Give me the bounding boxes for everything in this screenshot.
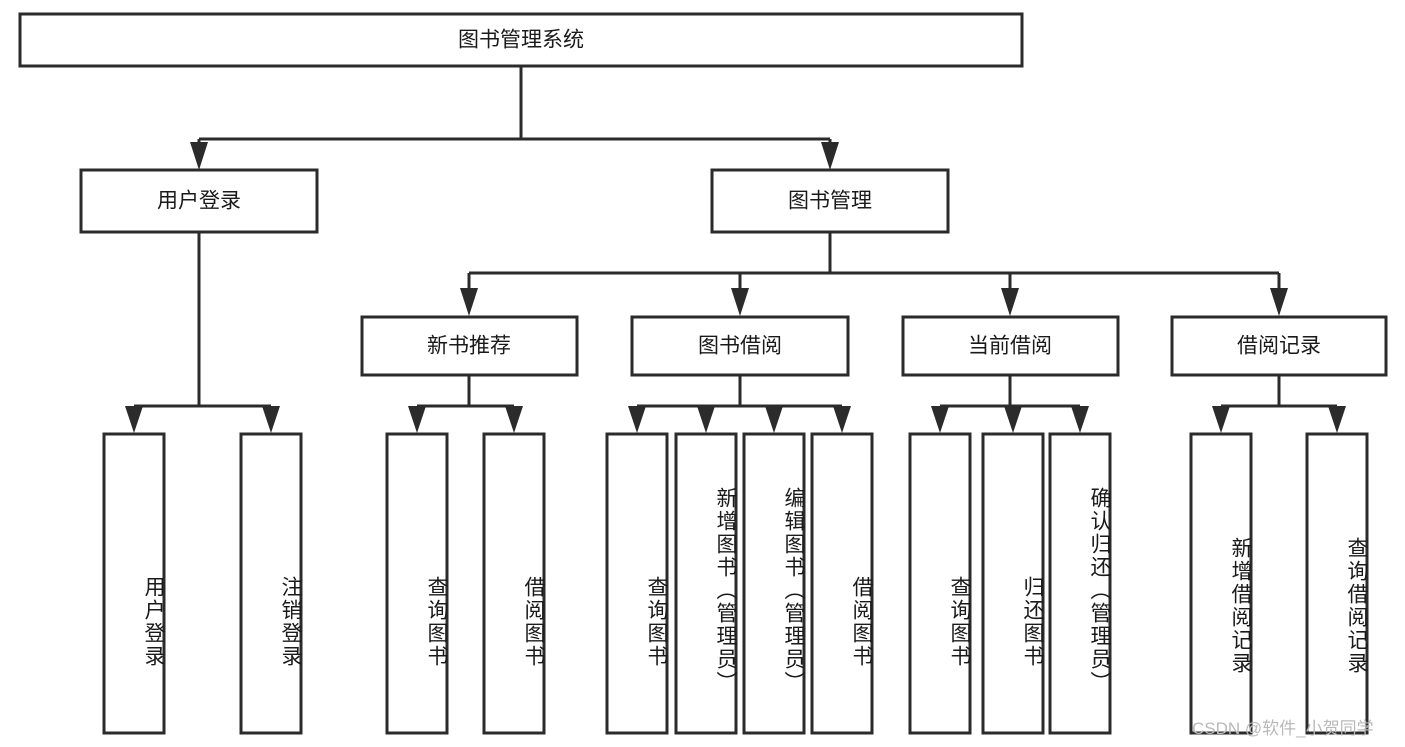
node-user-login-box[interactable] [79,168,319,234]
leaf-add-book-admin-box[interactable] [674,432,738,735]
arrow-head-leaf-return-book [1004,406,1022,433]
arrow-head-user-login [190,142,208,170]
arrow-head-book-management [821,142,839,170]
node-new-book-recommend-box[interactable] [360,315,579,377]
arrow-head-leaf-query-book-rec [408,406,426,433]
leaf-query-borrow-record-box[interactable] [1305,432,1369,735]
node-book-borrow-label: 图书借阅 [698,335,782,358]
node-book-borrow[interactable]: 图书借阅 [630,315,850,377]
node-book-management-label: 图书管理 [788,190,872,213]
arrow-head-leaf-add-book-admin [697,406,715,433]
node-borrow-record[interactable]: 借阅记录 [1170,315,1388,377]
node-user-login[interactable]: 用户登录 [79,168,319,234]
arrow-head-new-book-recommend [460,288,478,316]
leaf-borrow-book-rec-box[interactable] [482,432,546,735]
node-new-book-recommend-label: 新书推荐 [427,335,511,358]
connector-group-book-management [460,232,1288,316]
leaf-user-login-box[interactable] [102,432,166,735]
arrow-head-borrow-record [1270,288,1288,316]
connector-group-current-borrow [931,375,1089,433]
arrow-head-current-borrow [1001,288,1019,316]
node-book-management[interactable]: 图书管理 [710,168,950,234]
node-root[interactable]: 图书管理系统 [18,12,1024,68]
arrow-head-leaf-query-book-borrow [628,406,646,433]
node-root-box[interactable] [18,12,1024,68]
leaf-user-logout-box[interactable] [239,432,303,735]
connector-group-new-book-recommend [408,375,523,433]
arrow-head-leaf-confirm-return-admin [1071,406,1089,433]
node-borrow-record-box[interactable] [1170,315,1388,377]
leaf-query-book-borrow-box[interactable] [605,432,669,735]
connector-group-borrow-record [1212,375,1346,433]
node-current-borrow[interactable]: 当前借阅 [901,315,1120,377]
leaf-return-book-box[interactable] [981,432,1045,735]
node-borrow-record-label: 借阅记录 [1237,335,1321,358]
node-root-label: 图书管理系统 [458,29,584,52]
csdn-watermark: CSDN @软件_小贺同学 [1192,719,1374,738]
arrow-head-leaf-borrow-book [833,406,851,433]
arrow-head-leaf-query-book-current [931,406,949,433]
arrow-head-leaf-add-borrow-record [1212,406,1230,433]
leaf-confirm-return-admin-box[interactable] [1048,432,1112,735]
node-current-borrow-label: 当前借阅 [968,335,1052,358]
arrow-head-leaf-borrow-book-rec [505,406,523,433]
leaf-borrow-book-box[interactable] [810,432,874,735]
node-current-borrow-box[interactable] [901,315,1120,377]
leaf-query-book-rec-box[interactable] [385,432,449,735]
leaf-edit-book-admin-box[interactable] [742,432,806,735]
arrow-head-leaf-user-logout [262,406,280,433]
arrow-head-leaf-user-login [125,406,143,433]
arrow-head-leaf-query-borrow-record [1328,406,1346,433]
arrow-head-book-borrow [731,288,749,316]
leaf-query-book-current-box[interactable] [908,432,972,735]
leaf-add-borrow-record-box[interactable] [1189,432,1253,735]
node-new-book-recommend[interactable]: 新书推荐 [360,315,579,377]
arrow-head-leaf-edit-book-admin [765,406,783,433]
connector-group-user-login [125,232,280,433]
node-user-login-label: 用户登录 [157,190,241,213]
leaf-boxes [102,432,1369,735]
connector-group-root [190,66,839,170]
node-book-management-box[interactable] [710,168,950,234]
connector-group-book-borrow [628,375,851,433]
node-book-borrow-box[interactable] [630,315,850,377]
